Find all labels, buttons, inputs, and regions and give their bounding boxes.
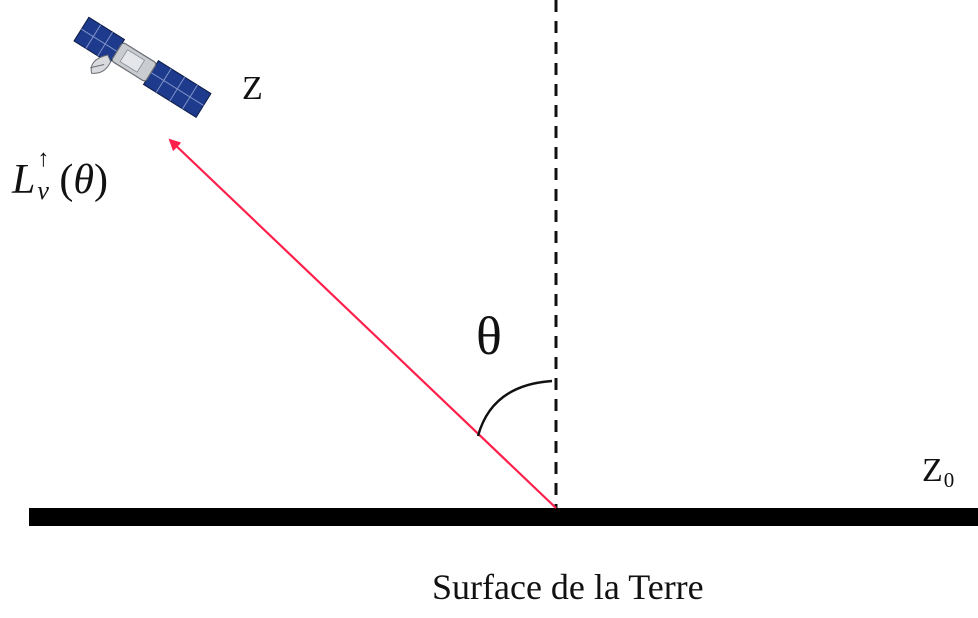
radiance-argument: θ [73, 157, 94, 203]
radiance-close-paren: ) [94, 157, 108, 203]
radiance-open-paren: ( [59, 157, 74, 203]
surface-altitude-base: Z [922, 452, 943, 489]
radiance-symbol: L [12, 157, 36, 203]
top-altitude-label: Z [242, 70, 263, 107]
zenith-angle-arc [476, 379, 553, 437]
radiance-subscript: ν [37, 176, 49, 205]
upwelling-radiance-label: L↑ν(θ) [12, 146, 108, 205]
satellite-dish [90, 54, 112, 74]
radiance-scripts: ↑ν [35, 146, 59, 205]
surface-altitude-label: Z0 [922, 452, 955, 492]
surface-caption: Surface de la Terre [432, 567, 704, 607]
surface-altitude-subscript: 0 [943, 468, 955, 492]
radiance-superscript: ↑ [37, 146, 50, 172]
radiance-ray-arrow [168, 138, 557, 509]
earth-surface-bar [29, 508, 978, 526]
angle-label: θ [476, 306, 502, 366]
satellite-icon [73, 16, 212, 119]
